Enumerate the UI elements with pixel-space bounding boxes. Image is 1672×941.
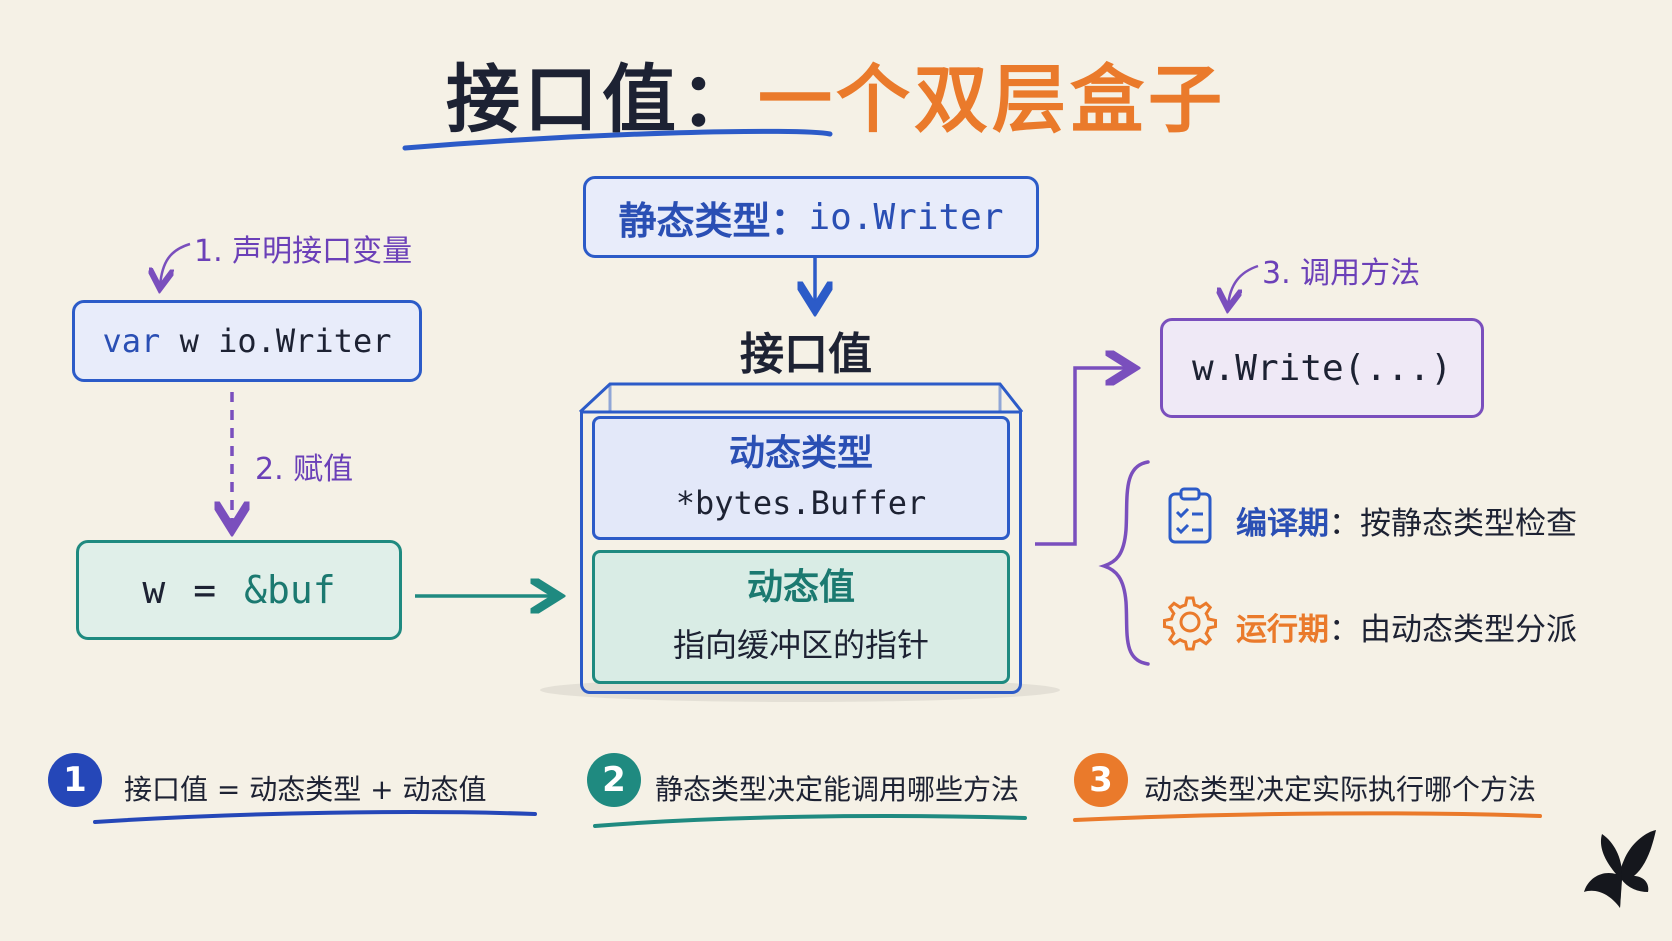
dynamic-value-title: 动态值 xyxy=(746,567,855,608)
summary-underline-1 xyxy=(93,810,537,824)
declare-keyword: var xyxy=(102,322,161,360)
step3-label: 3. 调用方法 xyxy=(1262,256,1421,291)
dynamic-type-sub: *bytes.Buffer xyxy=(675,484,927,522)
note-compile-key: 编译期 xyxy=(1236,506,1329,542)
summary-text-1: 接口值 = 动态类型 + 动态值 xyxy=(124,773,487,806)
dynamic-type-layer xyxy=(592,416,1010,540)
dynamic-value-sub: 指向缓冲区的指针 xyxy=(672,626,929,664)
step2-label: 2. 赋值 xyxy=(255,452,354,487)
step3-arrow xyxy=(1228,264,1259,306)
summary-underline-3 xyxy=(1073,811,1542,822)
title-underline xyxy=(402,128,833,151)
static-type-value: io.Writer xyxy=(808,196,1004,238)
assign-box: w = &buf xyxy=(76,540,402,640)
summary-underline-2 xyxy=(593,814,1027,828)
call-box: w.Write(...) xyxy=(1160,318,1484,418)
title-part-2: 一个双层盒子 xyxy=(758,57,1226,143)
box-to-call-arrow xyxy=(1035,368,1130,546)
step1-arrow xyxy=(160,242,191,286)
note-run-key: 运行期 xyxy=(1236,612,1329,648)
clipboard-check-icon xyxy=(1166,486,1214,546)
summary-badge-2: 2 xyxy=(587,753,641,807)
title-part-1: 接口值： xyxy=(446,57,758,143)
summary-text-3: 动态类型决定实际执行哪个方法 xyxy=(1144,773,1537,806)
assign-rhs: &buf xyxy=(244,568,336,612)
note-compile-time: 编译期：按静态类型检查 xyxy=(1236,498,1577,543)
interface-value-title: 接口值 xyxy=(740,329,872,380)
dynamic-value-layer xyxy=(592,550,1010,684)
notes-brace xyxy=(1098,460,1150,666)
note-compile-text: ：按静态类型检查 xyxy=(1329,506,1577,542)
gear-icon xyxy=(1160,592,1220,652)
interface-value-container xyxy=(578,382,1024,414)
static-type-label: 静态类型： xyxy=(618,198,809,243)
dynamic-type-text: 动态类型 *bytes.Buffer xyxy=(592,424,1010,522)
summary-text-2: 静态类型决定能调用哪些方法 xyxy=(655,773,1020,806)
summary-badge-3: 3 xyxy=(1074,753,1128,807)
static-type-box: 静态类型： io.Writer xyxy=(583,176,1039,258)
summary-badge-1: 1 xyxy=(48,753,102,807)
butterfly-icon xyxy=(1576,818,1660,918)
assign-op: = xyxy=(193,568,217,612)
declare-rest: w io.Writer xyxy=(160,322,392,360)
step1-label: 1. 声明接口变量 xyxy=(194,234,413,269)
declare-box: var w io.Writer xyxy=(72,300,422,382)
note-run-text: ：由动态类型分派 xyxy=(1329,612,1577,648)
assign-lhs: w xyxy=(142,568,166,612)
box-body xyxy=(580,412,1022,694)
page-title: 接口值：一个双层盒子 xyxy=(0,40,1672,147)
call-code: w.Write(...) xyxy=(1191,347,1453,389)
dynamic-value-text: 动态值 指向缓冲区的指针 xyxy=(592,558,1010,666)
note-run-time: 运行期：由动态类型分派 xyxy=(1236,604,1577,649)
dynamic-type-title: 动态类型 xyxy=(728,433,873,474)
